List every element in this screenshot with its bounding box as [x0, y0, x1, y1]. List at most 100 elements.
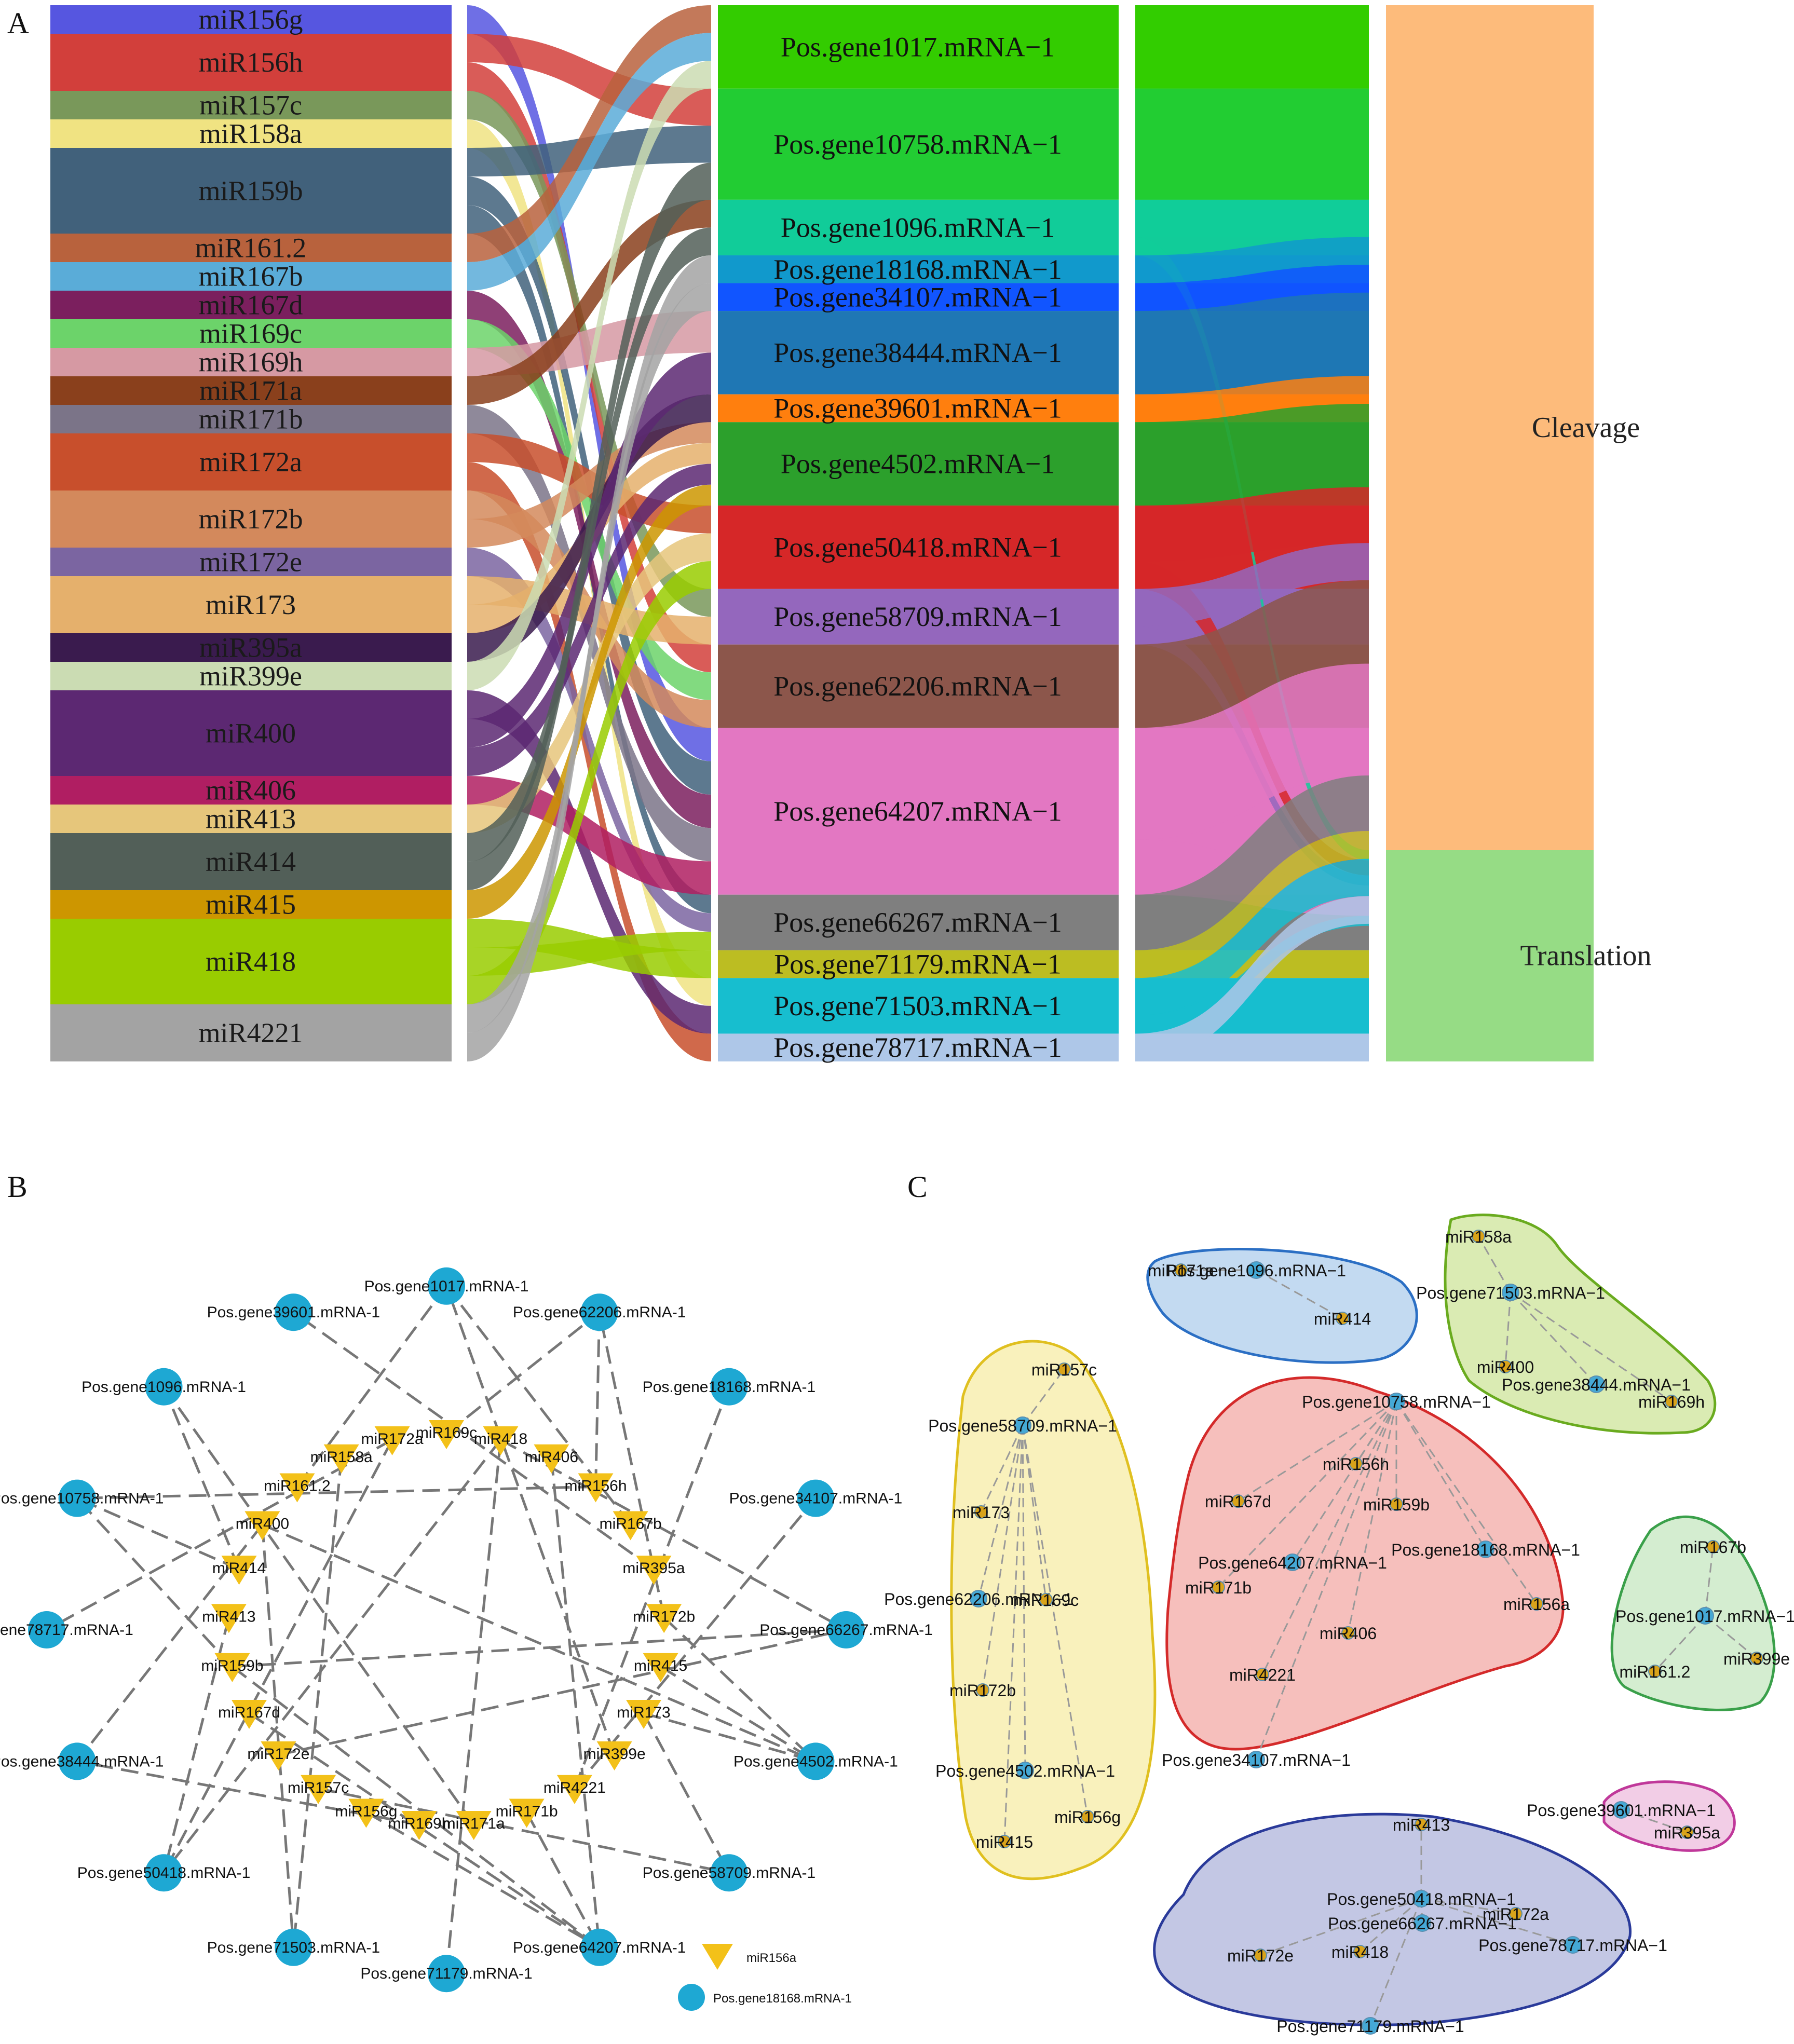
network-edge	[365, 1811, 600, 1948]
panel-b-letter: B	[7, 1170, 28, 1204]
gene-node	[145, 1368, 183, 1406]
mirna-block-mir173	[50, 576, 452, 633]
gene-block-pos-gene34107-mrna-1	[718, 283, 1119, 311]
network-edge	[573, 1497, 817, 1790]
flow-mir4221-to-pos-gene18168-mrna-1	[467, 255, 711, 1062]
mirna-node-label: miR406	[525, 1449, 578, 1466]
gene-label: Pos.gene4502.mRNA−1	[781, 448, 1055, 480]
panel-c-letter: C	[907, 1170, 928, 1204]
cluster-hull	[1146, 1248, 1418, 1364]
network-edge	[292, 1457, 343, 1948]
flow-pos-gene39601-mrna-1-to-cleavage	[1135, 376, 1369, 423]
cluster-hull	[1153, 1813, 1632, 2026]
mirna-node-label: miR4221	[543, 1779, 606, 1796]
cluster-node-label: Pos.gene18168.mRNA−1	[1391, 1541, 1580, 1559]
mirna-node-label: miR171a	[443, 1815, 505, 1832]
cluster-node-label: Pos.gene39601.mRNA−1	[1527, 1801, 1716, 1820]
cluster-node-label: Pos.gene4502.mRNA−1	[935, 1762, 1115, 1780]
mirna-block-mir167b	[50, 262, 452, 291]
flow-mir161-2-to-pos-gene1017-mrna-1	[467, 5, 711, 262]
mirna-label: miR415	[206, 889, 296, 920]
cluster-node-label: miR172b	[949, 1681, 1016, 1700]
flow-mir156h-to-pos-gene10758-mrna-1	[467, 34, 711, 126]
mechanism-label: Translation	[1520, 940, 1651, 972]
mirna-label: miR169c	[199, 318, 302, 349]
cluster-edge	[1238, 1400, 1397, 1502]
cluster-node-label: Pos.gene1017.mRNA−1	[1615, 1607, 1794, 1626]
mirna-node-label: miR399e	[583, 1746, 646, 1763]
mirna-label: miR399e	[199, 661, 302, 692]
gene-label: Pos.gene62206.mRNA−1	[773, 671, 1062, 702]
gene-node	[145, 1854, 183, 1892]
mirna-node-label: miR156g	[335, 1803, 397, 1820]
network-edge	[550, 1457, 601, 1948]
panel-b-network: Pos.gene1017.mRNA-1Pos.gene62206.mRNA-1P…	[0, 1267, 933, 2011]
mirna-node-label: miR172e	[247, 1746, 309, 1763]
cluster-edge	[1003, 1425, 1024, 1842]
mirna-node	[374, 1426, 410, 1455]
mirna-label: miR172b	[198, 503, 303, 535]
mirna-node	[1039, 1593, 1053, 1606]
panel-c-cluster-network: miR171aPos.gene1096.mRNA−1miR414miR158aP…	[884, 1214, 1794, 2036]
mirna-node	[483, 1426, 519, 1455]
cluster-node-label: Pos.gene38444.mRNA−1	[1502, 1375, 1691, 1394]
gene-node	[1414, 1914, 1431, 1932]
cluster-edge	[1654, 1615, 1706, 1672]
gene-node-label: Pos.gene58709.mRNA-1	[643, 1864, 816, 1882]
flow-pos-gene1096-mrna-1-to-cleavage	[1135, 199, 1369, 237]
flow-mir167b-to-pos-gene1017-mrna-1	[467, 33, 711, 291]
mirna-label: miR171b	[198, 404, 303, 435]
gene-node	[1502, 1284, 1519, 1301]
network-edge	[261, 1524, 295, 1947]
gene-label: Pos.gene39601.mRNA−1	[773, 393, 1062, 424]
cluster-node-label: miR400	[1477, 1358, 1534, 1377]
gene-block-pos-gene38444-mrna-1	[718, 311, 1119, 394]
cluster-node-label: Pos.gene71503.mRNA−1	[1416, 1284, 1605, 1302]
gene-node	[1477, 1541, 1494, 1558]
mirna-block-mir172e	[50, 548, 452, 576]
gene-label: Pos.gene50418.mRNA−1	[773, 532, 1062, 563]
mirna-node	[279, 1473, 315, 1503]
mirna-node-label: miR413	[202, 1608, 255, 1625]
mirna-node	[1174, 1263, 1188, 1277]
network-edge	[162, 1386, 475, 1825]
flow-pos-gene1017-mrna-1-to-cleavage	[1135, 5, 1369, 89]
gene-node	[1016, 1762, 1034, 1779]
mirna-label: miR395a	[199, 632, 302, 663]
mirna-node	[613, 1511, 648, 1541]
gene-label: Pos.gene10758.mRNA−1	[773, 129, 1062, 160]
mirna-node	[261, 1741, 296, 1770]
mirna-node	[636, 1556, 672, 1585]
cluster-node-label: miR156a	[1503, 1595, 1570, 1614]
cluster-edge	[1395, 1401, 1538, 1604]
cluster-node-label: Pos.gene66267.mRNA−1	[1328, 1914, 1517, 1933]
network-edge	[573, 1386, 730, 1789]
mirna-node	[1212, 1580, 1225, 1594]
gene-node	[710, 1854, 748, 1892]
network-edge	[318, 1787, 729, 1874]
flow-pos-gene71503-mrna-1-to-cleavage	[1135, 859, 1369, 1016]
network-edge	[77, 1485, 596, 1500]
mirna-label: miR159b	[198, 175, 303, 207]
flow-mir418-to-pos-gene50418-mrna-1	[467, 561, 711, 1004]
gene-block-pos-gene10758-mrna-1	[718, 88, 1119, 200]
mirna-node-label: miR157c	[288, 1779, 349, 1796]
flow-pos-gene4502-mrna-1-to-cleavage	[1135, 403, 1369, 506]
mirna-label: miR414	[206, 846, 296, 877]
panel-a-alluvial: CleavageTranslationmiR156gmiR156hmiR157c…	[50, 4, 1652, 1063]
cluster-node-label: Pos.gene10758.mRNA−1	[1302, 1393, 1491, 1411]
flow-mir171a-to-pos-gene1096-mrna-1	[467, 199, 711, 405]
cluster-node-label: miR171b	[1185, 1578, 1252, 1597]
network-edge	[162, 1617, 230, 1873]
cluster-node-label: Pos.gene58709.mRNA−1	[928, 1416, 1117, 1435]
flow-mir400-to-pos-gene71503-mrna-1	[467, 690, 711, 1034]
mirna-block-mir169c	[50, 319, 452, 348]
mirna-label: miR161.2	[195, 233, 307, 264]
legend-mirna-label: miR156a	[746, 1951, 797, 1965]
mirna-node	[1530, 1597, 1543, 1611]
mirna-label: miR156h	[198, 47, 303, 78]
cluster-node-label: Pos.gene64207.mRNA−1	[1198, 1554, 1387, 1572]
gene-node	[580, 1928, 618, 1966]
mirna-node	[214, 1653, 250, 1682]
mirna-node	[301, 1775, 336, 1804]
